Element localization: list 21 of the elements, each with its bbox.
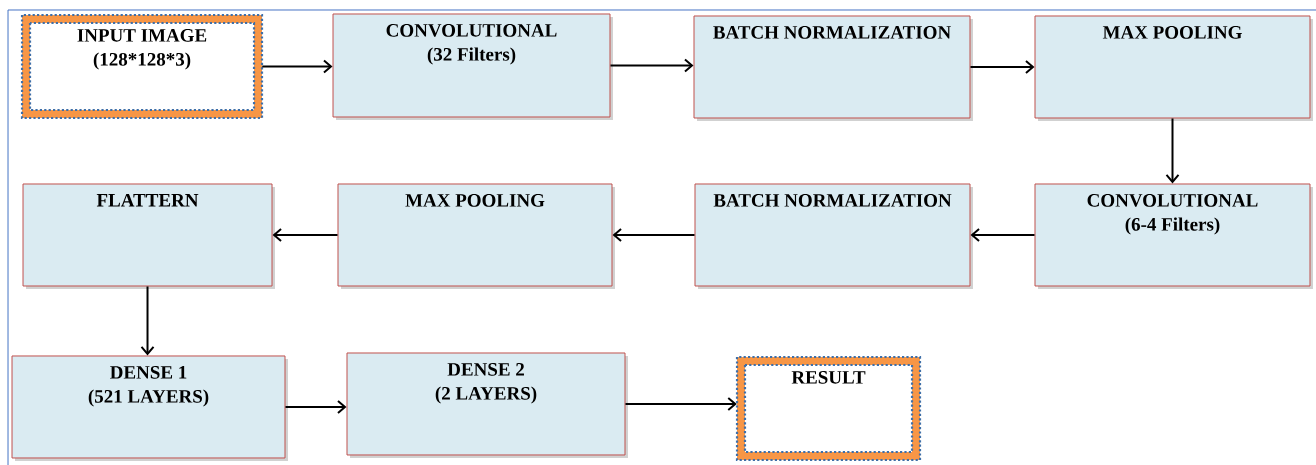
terminal-box: INPUT IMAGE (128*128*3)	[20, 13, 264, 120]
arrow	[140, 285, 155, 356]
process-box: MAX POOLING	[337, 183, 615, 289]
process-box: BATCH NORMALIZATION	[694, 183, 973, 289]
process-box: CONVOLUTIONAL (6-4 Filters)	[1034, 183, 1313, 289]
arrow	[1165, 117, 1180, 184]
arrow	[624, 397, 737, 411]
process-box: FLATTERN	[22, 183, 275, 289]
process-box: MAX POOLING	[1034, 15, 1313, 121]
arrow	[612, 228, 696, 242]
arrow	[284, 400, 347, 414]
arrow	[970, 228, 1036, 242]
process-box: CONVOLUTIONAL (32 Filters)	[332, 13, 613, 120]
arrow	[969, 60, 1035, 74]
arrow	[609, 58, 694, 73]
arrow	[261, 59, 333, 74]
terminal-box: RESULT	[735, 355, 922, 462]
process-box: DENSE 1 (521 LAYERS)	[11, 355, 288, 461]
process-box: DENSE 2 (2 LAYERS)	[346, 352, 628, 458]
process-box: BATCH NORMALIZATION	[693, 15, 973, 121]
arrow	[272, 228, 339, 242]
